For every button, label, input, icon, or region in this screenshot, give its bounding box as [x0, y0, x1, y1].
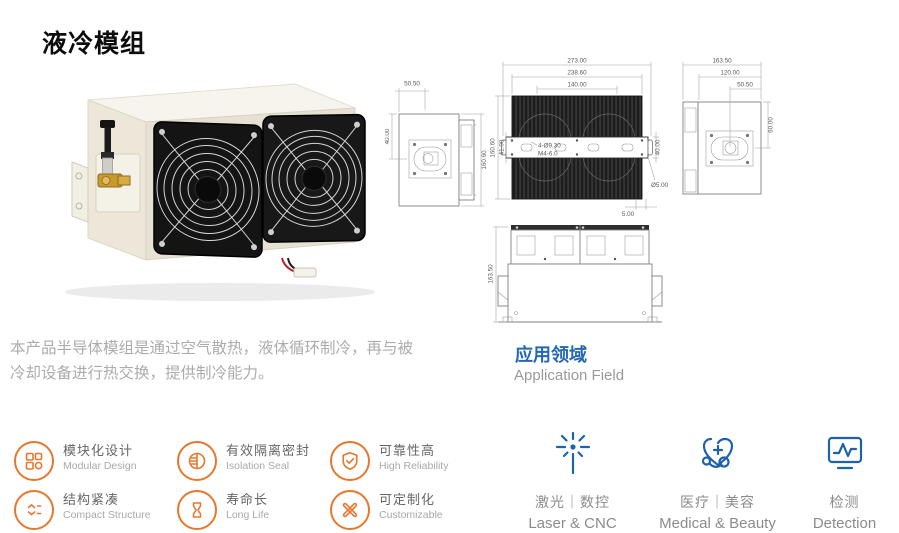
svg-text:4-Ø9.30: 4-Ø9.30	[538, 143, 561, 150]
description-line-1: 本产品半导体模组是通过空气散热，液体循环制冷，再与被	[10, 340, 414, 357]
svg-text:40.00: 40.00	[385, 128, 391, 144]
svg-text:41.00: 41.00	[499, 139, 506, 155]
application-label-zh: 医疗｜美容	[680, 494, 755, 510]
feature-label-en: Customizable	[379, 509, 443, 521]
feature-customizable: 可定制化 Customizable	[330, 490, 469, 530]
svg-text:60.00: 60.00	[768, 117, 775, 133]
product-photo	[65, 83, 375, 301]
feature-label-en: Modular Design	[63, 460, 137, 472]
feature-label-zh: 寿命长	[226, 492, 269, 507]
product-description: 本产品半导体模组是通过空气散热，液体循环制冷，再与被 冷却设备进行热交换，提供制…	[10, 336, 450, 386]
feature-high-reliability: 可靠性高 High Reliability	[330, 441, 469, 481]
svg-text:50.50: 50.50	[737, 82, 753, 89]
laser-icon	[553, 430, 593, 476]
feature-long-life: 寿命长 Long Life	[177, 490, 330, 530]
application-list: 激光｜数控 Laser & CNC 医疗｜美容 Medical & Beauty	[500, 430, 899, 532]
svg-text:238.60: 238.60	[567, 70, 587, 77]
feature-label-en: Long Life	[226, 509, 270, 521]
page-title: 液冷模组	[42, 30, 147, 58]
feature-label-en: Isolation Seal	[226, 460, 290, 472]
application-heading-zh: 应用领域	[515, 345, 587, 365]
feature-label-zh: 模块化设计	[63, 443, 134, 458]
feature-label-zh: 结构紧凑	[63, 492, 120, 507]
technical-drawings: 50.50 40.00 160.60	[385, 58, 775, 323]
feature-compact-structure: 结构紧凑 Compact Structure	[14, 490, 177, 530]
svg-text:160.60: 160.60	[490, 138, 497, 158]
feature-isolation-seal: 有效隔离密封 Isolation Seal	[177, 441, 330, 481]
feature-label-zh: 可靠性高	[379, 443, 436, 458]
drawing-front-view: 163.50	[488, 225, 663, 323]
feature-label-zh: 可定制化	[379, 492, 436, 507]
svg-text:273.00: 273.00	[567, 58, 587, 65]
modular-blocks-icon	[14, 441, 54, 481]
application-label-en: Detection	[812, 515, 877, 532]
svg-text:160.60: 160.60	[481, 150, 488, 170]
monitor-waveform-icon	[824, 430, 866, 476]
feature-label-zh: 有效隔离密封	[226, 443, 311, 458]
drawing-top-view: 4-Ø9.30 M4-6.0 273.00 238.60 140.00 160.…	[490, 58, 669, 219]
svg-text:140.00: 140.00	[567, 82, 587, 89]
feature-grid: 模块化设计 Modular Design 有效隔离密封 Isolation Se…	[14, 441, 469, 530]
feature-modular-design: 模块化设计 Modular Design	[14, 441, 177, 481]
hourglass-icon	[177, 490, 217, 530]
shield-check-icon	[330, 441, 370, 481]
feature-label-en: High Reliability	[379, 460, 449, 472]
crossed-tools-icon	[330, 490, 370, 530]
application-laser-cnc: 激光｜数控 Laser & CNC	[500, 430, 645, 532]
compact-list-icon	[14, 490, 54, 530]
seal-icon	[177, 441, 217, 481]
drawing-side-view-left: 50.50 40.00 160.60	[385, 81, 488, 207]
fan-right	[262, 113, 366, 243]
svg-text:5.00: 5.00	[622, 211, 635, 218]
application-heading-en: Application Field	[514, 367, 625, 384]
application-detection: 检测 Detection	[790, 430, 899, 532]
application-label-zh: 激光｜数控	[535, 494, 610, 510]
svg-text:40.00: 40.00	[655, 139, 662, 155]
feature-label-en: Compact Structure	[63, 509, 151, 521]
svg-text:Ø5.00: Ø5.00	[651, 182, 669, 189]
application-label-en: Medical & Beauty	[659, 515, 776, 532]
application-label-en: Laser & CNC	[528, 515, 617, 532]
svg-text:163.50: 163.50	[712, 58, 732, 65]
svg-text:M4-6.0: M4-6.0	[538, 151, 558, 158]
drawing-side-view-right: 163.50 120.00 50.50 60.00	[682, 58, 775, 195]
svg-text:163.50: 163.50	[488, 264, 495, 284]
fan-left	[153, 121, 263, 258]
description-line-2: 冷却设备进行热交换，提供制冷能力。	[10, 365, 274, 382]
medical-heart-icon	[697, 430, 739, 476]
svg-text:50.50: 50.50	[404, 81, 420, 88]
svg-text:120.00: 120.00	[720, 70, 740, 77]
application-label-zh: 检测	[829, 494, 860, 510]
application-medical-beauty: 医疗｜美容 Medical & Beauty	[645, 430, 790, 532]
